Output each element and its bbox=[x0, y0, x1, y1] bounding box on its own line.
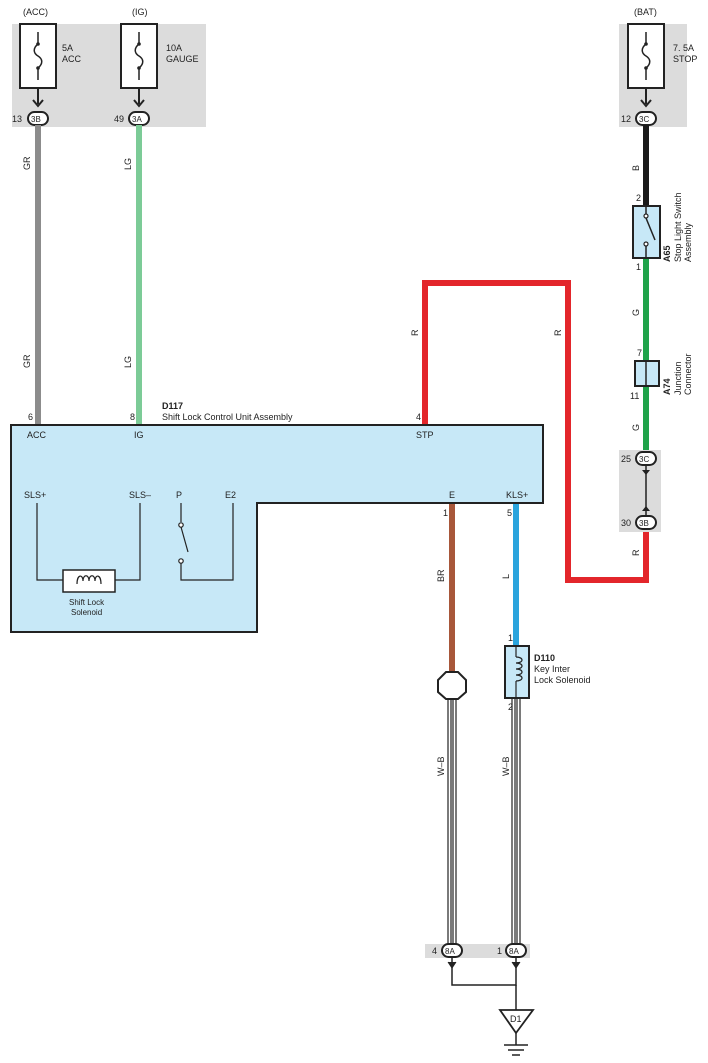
terminal-e2: E2 bbox=[225, 490, 236, 500]
connector-bat: 3C 12 bbox=[621, 111, 657, 126]
junction-name-2: Connector bbox=[683, 353, 693, 395]
fuse-acc: (ACC) 5A ACC bbox=[19, 7, 82, 89]
terminal-sls-plus: SLS+ bbox=[24, 490, 46, 500]
fuse-bat-rating: 7. 5A bbox=[673, 43, 694, 53]
terminal-sls-minus: SLS– bbox=[129, 490, 151, 500]
fuse-bat-source: (BAT) bbox=[634, 7, 657, 17]
terminal-kls-plus: KLS+ bbox=[506, 490, 528, 500]
fuse-ig-rating: 10A bbox=[166, 43, 182, 53]
solenoid-label-2: Solenoid bbox=[71, 608, 102, 617]
unit-pin-acc: 6 bbox=[28, 412, 33, 422]
jblock-pin-top: 25 bbox=[621, 454, 631, 464]
unit-code: D117 bbox=[162, 401, 183, 411]
junction-connector: 7 11 A74 Junction Connector bbox=[630, 348, 693, 401]
junction-pin-top: 7 bbox=[637, 348, 642, 358]
svg-text:3B: 3B bbox=[639, 519, 649, 528]
unit-name: Shift Lock Control Unit Assembly bbox=[162, 412, 293, 422]
sls-circuit bbox=[36, 503, 63, 581]
wire-label-b: B bbox=[631, 165, 641, 171]
splice-point bbox=[437, 671, 467, 700]
svg-text:3A: 3A bbox=[132, 115, 142, 124]
svg-text:8A: 8A bbox=[509, 947, 519, 956]
fuse-bat: (BAT) 7. 5A STOP bbox=[627, 7, 697, 89]
terminal-e: E bbox=[449, 490, 455, 500]
wire-label-gr-bottom: GR bbox=[22, 354, 32, 368]
ground-conn-left-pin: 4 bbox=[432, 946, 437, 956]
connector-acc: 3B 13 bbox=[12, 111, 49, 126]
wire-label-r-left: R bbox=[410, 329, 420, 336]
stop-switch-code: A65 bbox=[662, 245, 672, 262]
wire-wb-right bbox=[511, 698, 521, 944]
fuse-ig-source: (IG) bbox=[132, 7, 148, 17]
stop-switch-pin-top: 2 bbox=[636, 193, 641, 203]
fuse-acc-rating: 5A bbox=[62, 43, 73, 53]
svg-text:3C: 3C bbox=[639, 115, 649, 124]
wire-label-wb-left: W–B bbox=[436, 756, 446, 776]
wire-label-lg-top: LG bbox=[123, 158, 133, 170]
wire-label-g-lower: G bbox=[631, 424, 641, 431]
terminal-p: P bbox=[176, 490, 182, 500]
unit-pin-ig: 8 bbox=[130, 412, 135, 422]
wire-label-r-bottom: R bbox=[631, 549, 641, 556]
key-solenoid-pin-bottom: 2 bbox=[508, 702, 513, 712]
ground-conn-right-pin: 1 bbox=[497, 946, 502, 956]
wire-labels: GR GR LG LG B G G R R R BR L W–B W–B bbox=[22, 156, 641, 776]
wire-label-g-upper: G bbox=[631, 309, 641, 316]
ground-connector: 8A 4 8A 1 bbox=[425, 943, 530, 1010]
fuse-bat-name: STOP bbox=[673, 54, 697, 64]
unit-pin-stp: 4 bbox=[416, 412, 421, 422]
key-interlock-solenoid: 1 2 D110 Key Inter Lock Solenoid bbox=[504, 633, 591, 712]
svg-text:3B: 3B bbox=[31, 115, 41, 124]
fuse-ig-name: GAUGE bbox=[166, 54, 199, 64]
wire-label-lg-bottom: LG bbox=[123, 356, 133, 368]
key-solenoid-name-2: Lock Solenoid bbox=[534, 675, 591, 685]
connector-ig: 3A 49 bbox=[114, 111, 150, 126]
fuse-acc-name: ACC bbox=[62, 54, 82, 64]
svg-text:8A: 8A bbox=[445, 947, 455, 956]
stop-switch-pin-bottom: 1 bbox=[636, 262, 641, 272]
key-solenoid-name-1: Key Inter bbox=[534, 664, 570, 674]
solenoid-label-1: Shift Lock bbox=[69, 598, 105, 607]
wire-r bbox=[422, 280, 649, 583]
wire-label-gr-top: GR bbox=[22, 156, 32, 170]
terminal-acc: ACC bbox=[27, 430, 47, 440]
ground-code: D1 bbox=[510, 1014, 522, 1024]
stop-switch-name-1: Stop Light Switch bbox=[673, 192, 683, 262]
fuse-connectors bbox=[32, 88, 652, 108]
unit-pin-kls: 5 bbox=[507, 508, 512, 518]
junction-block: 3C 25 3B 30 bbox=[619, 450, 661, 532]
junction-code: A74 bbox=[662, 378, 672, 395]
wire-label-br: BR bbox=[436, 569, 446, 582]
terminal-ig: IG bbox=[134, 430, 144, 440]
connector-ig-pin: 49 bbox=[114, 114, 124, 124]
wire-label-r-right: R bbox=[553, 329, 563, 336]
connector-bat-pin: 12 bbox=[621, 114, 631, 124]
shift-lock-control-unit: D117 Shift Lock Control Unit Assembly 6 … bbox=[10, 401, 544, 633]
connector-acc-pin: 13 bbox=[12, 114, 22, 124]
wire-wb-left bbox=[447, 696, 457, 944]
key-solenoid-pin-top: 1 bbox=[508, 633, 513, 643]
wire-label-l: L bbox=[501, 574, 511, 579]
fuse-acc-source: (ACC) bbox=[23, 7, 48, 17]
junction-name-1: Junction bbox=[673, 361, 683, 395]
terminal-stp: STP bbox=[416, 430, 434, 440]
wire-label-wb-right: W–B bbox=[501, 756, 511, 776]
ground-d1: D1 bbox=[498, 1009, 535, 1056]
key-solenoid-code: D110 bbox=[534, 653, 555, 663]
unit-pin-e: 1 bbox=[443, 508, 448, 518]
svg-text:3C: 3C bbox=[639, 455, 649, 464]
stop-switch-name-2: Assembly bbox=[683, 222, 693, 262]
stop-light-switch: 2 1 A65 Stop Light Switch Assembly bbox=[632, 192, 693, 272]
junction-pin-bottom: 11 bbox=[630, 391, 639, 401]
jblock-pin-bottom: 30 bbox=[621, 518, 631, 528]
